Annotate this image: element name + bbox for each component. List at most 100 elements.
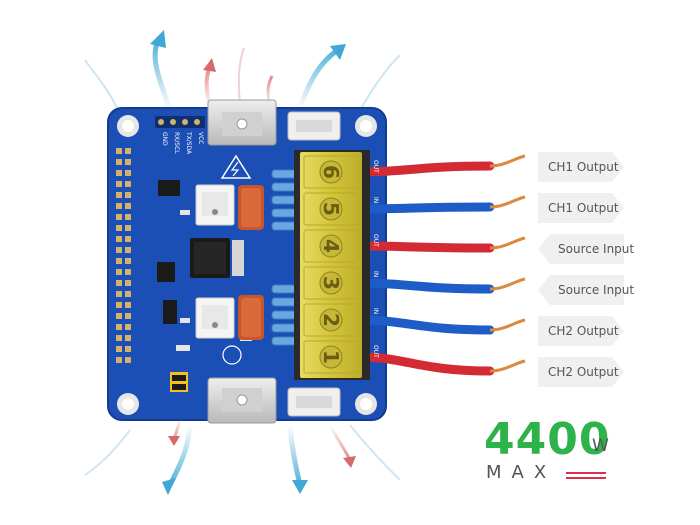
terminal-number: 4 [319,239,343,253]
jumper [170,372,188,392]
gpio-pin [116,291,122,297]
terminal-side-label: OUT [372,234,379,247]
gpio-pin [116,313,122,319]
power-unit: W [592,436,609,456]
io-label: CH1 Output [538,193,624,223]
wire-copper-tip [489,195,526,209]
terminal-screw-icon [319,197,343,221]
gpio-pin [125,280,131,286]
gpio-pin [125,203,131,209]
terminal-side-label: IN [372,197,379,203]
gpio-pin [125,357,131,363]
terminal-number: 5 [319,202,343,216]
silk-label: RX/SCL [173,132,180,154]
io-label-text: CH1 Output [548,201,619,215]
io-label: Source Input [538,234,634,264]
small-ics [157,180,180,324]
resistor-array [271,169,297,346]
terminal-side-label: OUT [372,160,379,173]
gpio-pin [116,203,122,209]
terminal-cell [303,229,359,263]
gpio-pin [116,280,122,286]
terminal-screw-icon [319,308,343,332]
wire [355,278,495,294]
terminal-cell [303,303,359,337]
arrow-left-icon [538,275,624,305]
arrow-left-icon [538,234,624,264]
airflow-top [84,30,401,116]
gpio-pin [125,214,131,220]
io-label: Source Input [538,275,634,305]
capacitor-top [238,185,264,230]
gpio-pin [125,291,131,297]
capacitor-bottom [238,295,264,340]
arrow-right-icon [538,357,624,387]
gpio-pin [116,225,122,231]
io-label-text: CH2 Output [548,365,619,379]
gpio-pin [125,302,131,308]
terminal-cell [303,155,359,189]
power-underline [566,477,606,479]
io-label: CH2 Output [538,316,624,346]
power-underline [566,472,606,474]
heatsink-bottom [207,377,277,424]
io-label-text: Source Input [558,283,635,297]
gpio-pin [125,269,131,275]
uart-header [155,116,205,128]
terminal-number: 2 [319,313,343,327]
wire [355,352,495,376]
wire [355,161,495,177]
gpio-pin [116,324,122,330]
arrow-right-icon [538,193,624,223]
gpio-pin [125,236,131,242]
gpio-pin [116,170,122,176]
silk-label: TX/SDA [185,131,192,155]
arrow-right-icon [538,316,624,346]
terminal-side-label: IN [372,308,379,314]
io-label-text: CH2 Output [548,324,619,338]
wire-copper-tip [489,154,526,168]
power-caption: MAX [486,462,557,483]
arrow-right-icon [538,152,624,182]
terminal-screw-icon [319,234,343,258]
silk-label: VCC [197,132,204,144]
fuse-top [287,111,341,141]
gpio-pin [125,335,131,341]
gpio-pin [116,357,122,363]
gpio-pin [116,159,122,165]
wire [355,202,495,214]
terminal-number: 3 [319,276,343,290]
terminal-number: 1 [319,350,343,364]
terminal-side-label: IN [372,271,379,277]
power-rating: 4400 W MAX [478,412,618,487]
gpio-pin [116,148,122,154]
gpio-pin [116,302,122,308]
mounting-holes [117,115,377,415]
terminal-cell [303,192,359,226]
fuse-bottom [287,387,341,417]
io-label-text: CH1 Output [548,160,619,174]
terminal-screw-icon [319,160,343,184]
io-label: CH1 Output [538,152,624,182]
heatsink-top [207,99,277,146]
terminal-screw-icon [319,345,343,369]
gpio-pin [116,214,122,220]
gpio-pin [116,346,122,352]
gpio-pin [125,324,131,330]
gpio-pin [125,258,131,264]
header-labels: GND RX/SCL TX/SDA VCC [161,131,204,155]
silk-label: GND [161,132,168,146]
wire [355,241,495,253]
board-logo [222,345,242,365]
io-label: CH2 Output [538,357,624,387]
terminal-cell [303,340,359,374]
terminal-cell [303,266,359,300]
high-voltage-warning-icon [220,154,252,179]
gpio-pin [125,346,131,352]
driver-ic [190,238,244,278]
gpio-header [116,148,131,363]
power-value: 4400 [484,414,611,465]
gpio-pin [116,236,122,242]
